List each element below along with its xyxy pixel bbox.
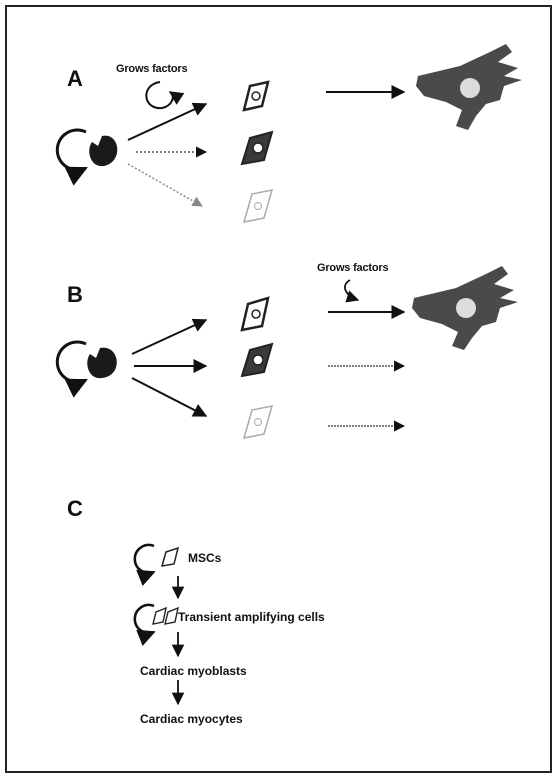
stem-cell-icon [89,136,117,167]
cardiac-myocyte-icon [416,44,522,130]
growth-factors-label-a: Grows factors [116,63,187,75]
self-renewal-arrow-icon [57,130,86,170]
panel-a-letter: A [67,66,83,92]
panel-b-letter: B [67,282,83,308]
cardiac-myocyte-icon [412,266,518,350]
arrow-to-cell-3 [132,378,206,416]
progenitor-cell-dark-icon [242,344,272,376]
progenitor-cell-dark-icon [244,82,268,110]
growth-factor-curl-icon [146,82,173,108]
self-renewal-arrow-icon [57,342,86,382]
self-renewal-arrow-icon [135,605,154,633]
progenitor-cell-dark-icon [242,298,268,330]
panel-c-letter: C [67,496,83,522]
progenitor-cell-light-icon [244,406,272,438]
step-transient-amplifying-cells: Transient amplifying cells [178,610,325,624]
progenitor-cell-light-icon [244,190,272,222]
arrow-to-cell-3 [128,164,202,206]
growth-factors-label-b: Grows factors [317,262,388,274]
arrow-to-cell-1 [128,104,206,140]
transient-cell-icon [153,608,178,624]
step-cardiac-myocytes: Cardiac myocytes [140,712,243,726]
self-renewal-arrow-icon [135,545,154,573]
msc-cell-icon [162,548,178,566]
step-mscs: MSCs [188,551,221,565]
progenitor-cell-dark-icon [242,132,272,164]
step-cardiac-myoblasts: Cardiac myoblasts [140,664,247,678]
panel-c [135,545,178,704]
panel-b [57,266,518,438]
stem-cell-icon [87,348,117,378]
growth-factor-curl-icon [345,280,358,300]
arrow-to-cell-1 [132,320,206,354]
